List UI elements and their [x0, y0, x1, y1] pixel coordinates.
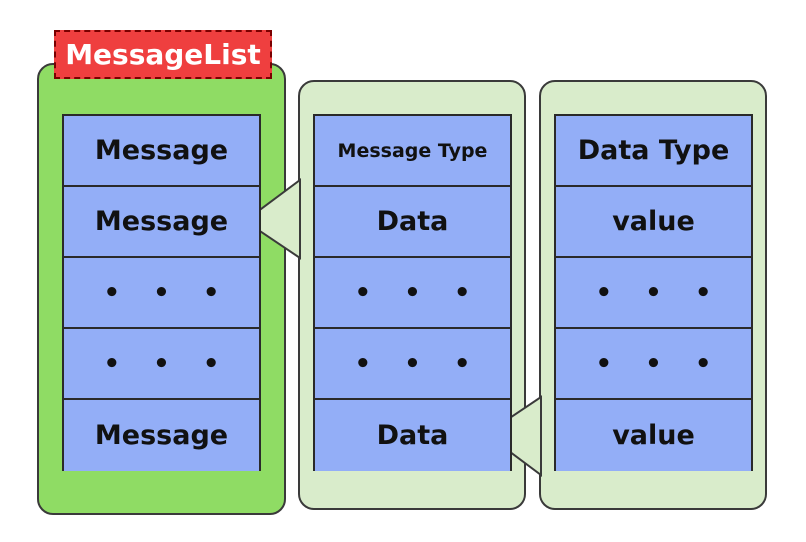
- ellipsis-cell: • • •: [64, 329, 259, 400]
- message-list-label: MessageList: [54, 30, 272, 79]
- ellipsis-cell: • • •: [556, 329, 751, 400]
- callout-data-to-detail: [484, 395, 542, 477]
- message-type-cell: Message Type: [315, 116, 510, 187]
- value-cell: value: [556, 187, 751, 258]
- message-detail-column: Message Type Data • • • • • • Data: [313, 114, 512, 471]
- ellipsis-cell: • • •: [315, 329, 510, 400]
- data-type-cell: Data Type: [556, 116, 751, 187]
- ellipsis-cell: • • •: [556, 258, 751, 329]
- callout-message-to-detail: [243, 178, 301, 260]
- message-cell: Message: [64, 400, 259, 471]
- ellipsis-cell: • • •: [64, 258, 259, 329]
- data-detail-column: Data Type value • • • • • • value: [554, 114, 753, 471]
- value-cell: value: [556, 400, 751, 471]
- ellipsis-cell: • • •: [315, 258, 510, 329]
- data-cell: Data: [315, 400, 510, 471]
- message-cell: Message: [64, 187, 259, 258]
- message-list-column: Message Message • • • • • • Message: [62, 114, 261, 471]
- message-cell: Message: [64, 116, 259, 187]
- data-cell: Data: [315, 187, 510, 258]
